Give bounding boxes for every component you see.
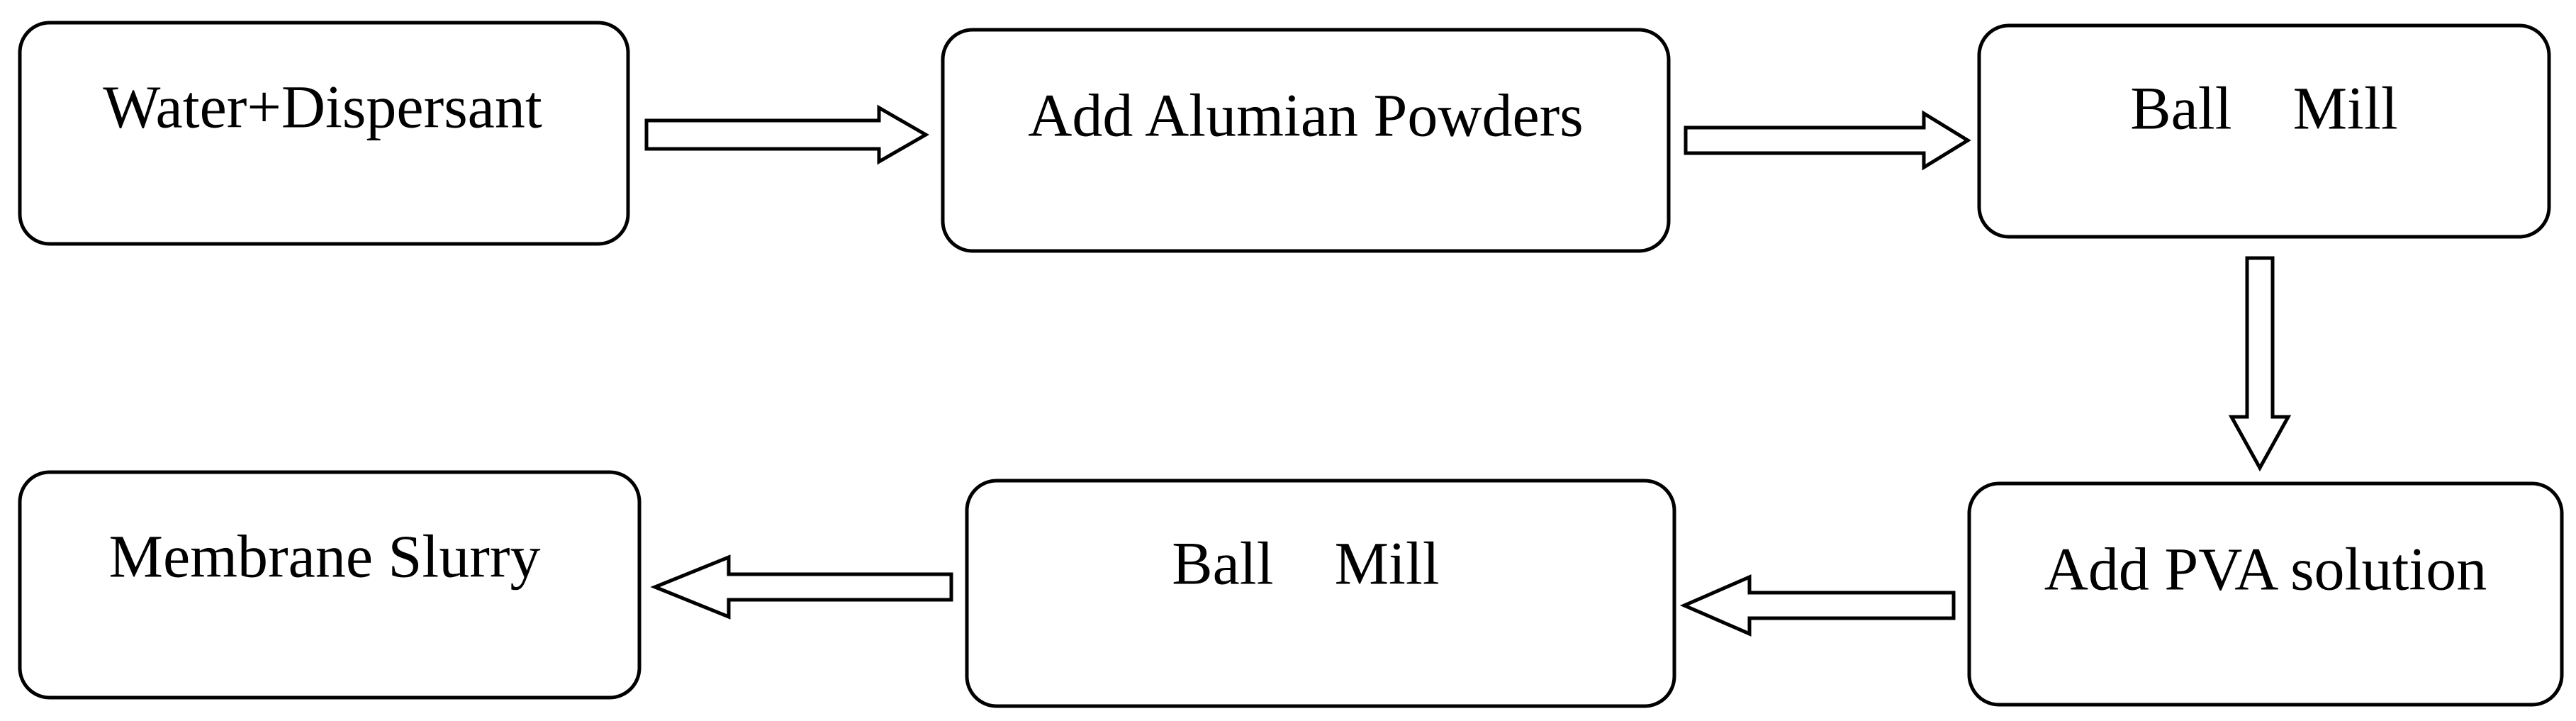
flow-arrow-left-2 [650,554,953,620]
step-label: Water+Dispersant [103,73,542,141]
step-label: Add Alumian Powders [1028,82,1584,150]
flow-arrow-down [2228,256,2292,472]
step-label: Ball Mill [1172,530,1439,598]
step-label: Membrane Slurry [108,522,540,591]
step-box-add-alumina-powders: Add Alumian Powders [941,28,1671,253]
step-label: Add PVA solution [2044,535,2487,603]
step-box-membrane-slurry: Membrane Slurry [18,470,642,700]
step-label: Ball Mill [2130,74,2397,142]
step-box-water-dispersant: Water+Dispersant [18,21,630,246]
step-box-ball-mill-1: Ball Mill [1977,23,2551,239]
flow-arrow-left-1 [1679,574,1956,637]
step-box-add-pva-solution: Add PVA solution [1967,481,2564,707]
step-box-ball-mill-2: Ball Mill [965,479,1676,708]
flow-arrow-right-2 [1684,110,1971,171]
flow-arrow-right-1 [644,104,930,165]
